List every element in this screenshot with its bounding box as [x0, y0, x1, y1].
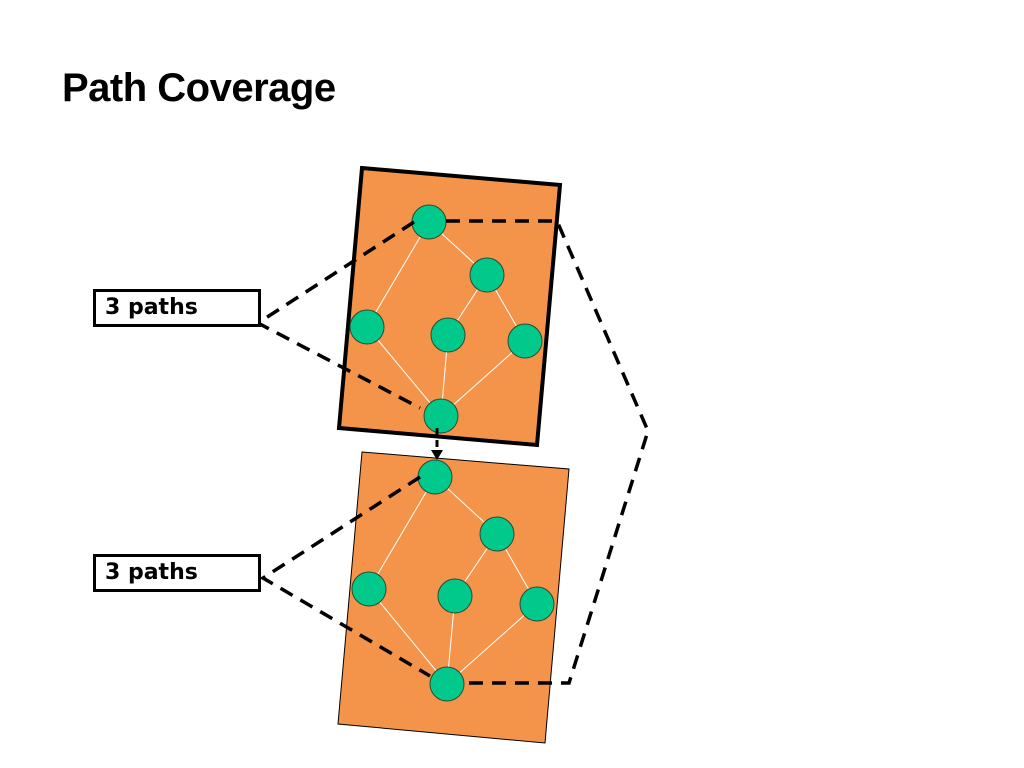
- bottom-node-entry: [417, 459, 453, 495]
- bottom-paths-label: 3 paths: [93, 554, 261, 592]
- top-node-right: [507, 323, 543, 359]
- bottom-code-block: [337, 451, 570, 744]
- overall-path-bracket: [446, 219, 650, 685]
- bottom-node-branch: [479, 516, 515, 552]
- top-node-branch: [469, 257, 505, 293]
- top-paths-label: 3 paths: [93, 289, 261, 327]
- bottom-node-middle: [437, 578, 473, 614]
- top-node-middle: [430, 317, 466, 353]
- slide-title: Path Coverage: [62, 66, 336, 110]
- top-node-entry: [411, 204, 447, 240]
- bottom-label-bracket: [259, 475, 431, 678]
- bottom-node-right: [519, 586, 555, 622]
- top-block-rect: [336, 165, 563, 448]
- bottom-node-exit: [429, 666, 465, 702]
- top-block-nodes: [349, 204, 543, 434]
- top-node-left: [349, 309, 385, 345]
- bottom-node-left: [351, 571, 387, 607]
- bottom-block-nodes: [351, 459, 555, 702]
- top-node-exit: [423, 398, 459, 434]
- block-connector-arrow: [431, 428, 443, 460]
- top-code-block: [336, 165, 563, 448]
